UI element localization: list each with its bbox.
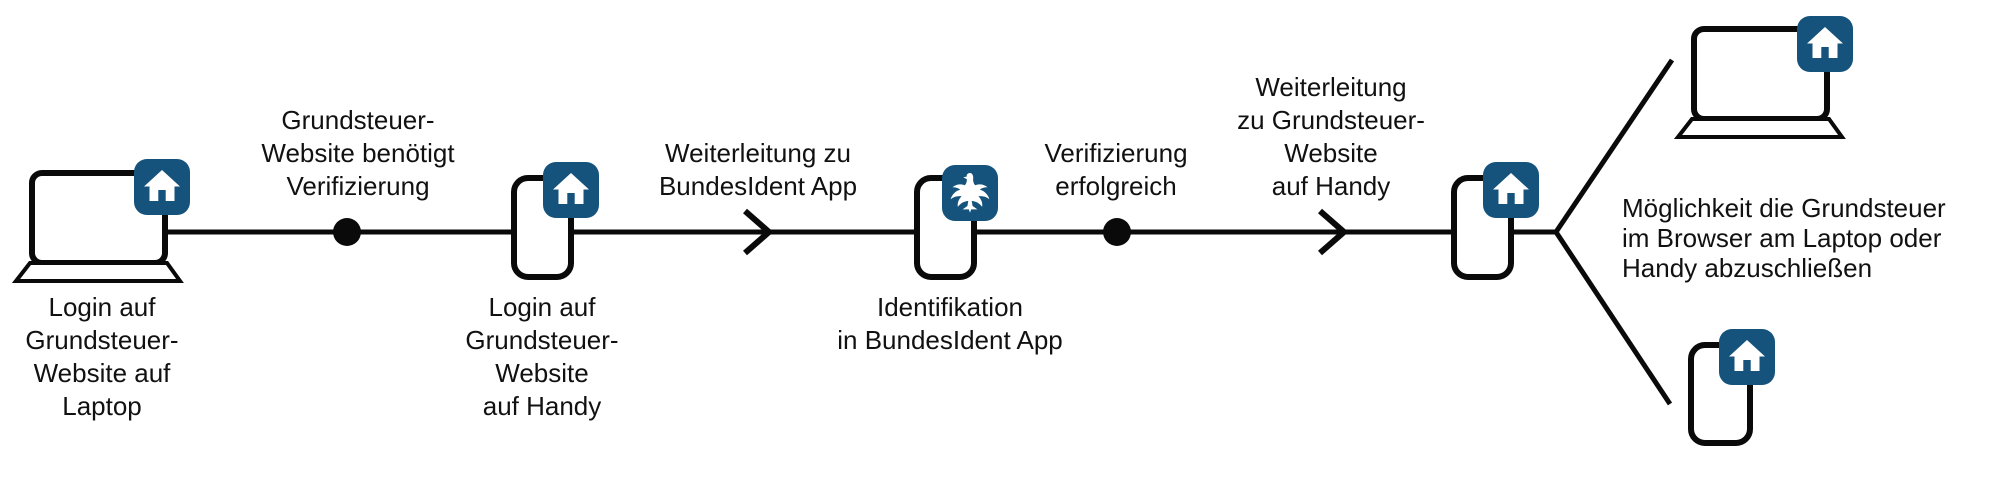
home-badge	[543, 162, 599, 218]
branch-line-to-phone	[1553, 230, 1673, 406]
branch-line-to-laptop	[1553, 58, 1675, 234]
laptop-icon	[1673, 26, 1846, 139]
transition-label-redirect-bundesident: Weiterleitung zu BundesIdent App	[658, 138, 858, 201]
event-dot-verification-needed	[333, 218, 361, 246]
step-label-identifikation: Identifikation in BundesIdent App	[837, 292, 1063, 355]
step-label-login-handy: Login auf Grundsteuer- Website auf Handy	[465, 292, 619, 421]
laptop-icon	[11, 170, 184, 283]
transition-label-redirect-website: Weiterleitung zu Grundsteuer- Website au…	[1237, 72, 1425, 201]
home-badge	[1483, 162, 1539, 218]
home-badge	[134, 159, 190, 215]
bundesadler-badge	[942, 165, 998, 221]
arrow-icon-redirect-website	[1318, 208, 1349, 256]
home-badge	[1797, 16, 1853, 72]
home-badge	[1719, 329, 1775, 385]
transition-label-verification-success: Verifizierung erfolgreich	[1044, 138, 1188, 201]
event-dot-verification-success	[1103, 218, 1131, 246]
arrow-icon-redirect-bundesident	[743, 208, 774, 256]
outcome-label: Möglichkeit die Grundsteuer im Browser a…	[1622, 193, 1946, 283]
step-label-login-laptop: Login auf Grundsteuer- Website auf Lapto…	[25, 292, 179, 421]
transition-label-verification-needed: Grundsteuer- Website benötigt Verifizier…	[261, 105, 455, 201]
